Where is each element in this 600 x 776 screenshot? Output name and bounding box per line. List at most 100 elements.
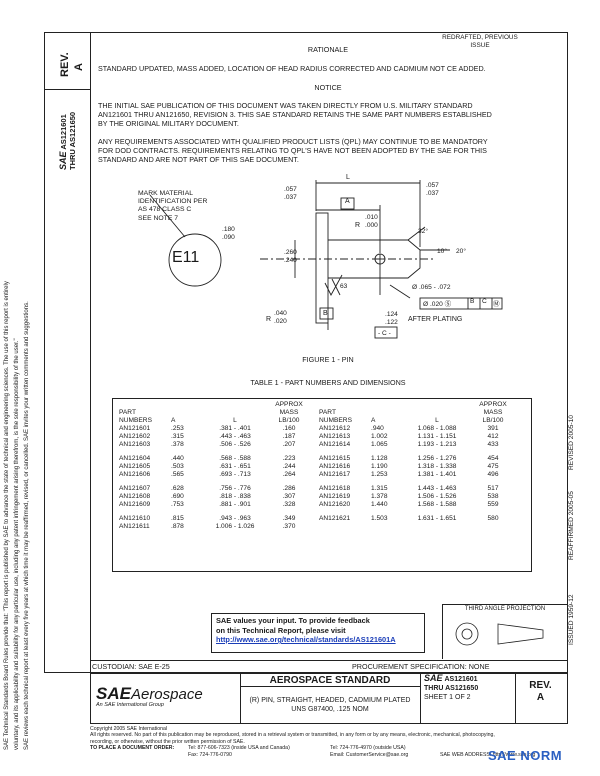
dim-010: .010: [365, 214, 378, 221]
l-cell: 1.381 - 1.401: [417, 471, 457, 478]
a-cell: .940: [371, 425, 384, 432]
header-note-line1: REDRAFTED, PREVIOUS: [442, 34, 518, 41]
dim-122: .122: [385, 318, 398, 326]
footer-copyright: Copyright 2005 SAE International: [90, 726, 167, 732]
doc-number-1: AS121601: [444, 676, 478, 683]
datum-a-label: A: [345, 198, 350, 205]
part-number-cell: AN121618: [319, 485, 351, 492]
a-cell: 1.002: [371, 433, 388, 440]
l-cell: .693 - .713: [219, 471, 251, 478]
a-cell: 1.253: [371, 471, 388, 478]
table-row: AN121601.253.381 - .401.160: [116, 425, 310, 433]
mass-cell: 517: [487, 485, 499, 492]
a-cell: .440: [171, 455, 184, 462]
header-note-line2: ISSUE: [470, 41, 490, 49]
l-cell: .443 - .463: [219, 433, 251, 440]
legal-text-line2: voluntary, and its applicability and sui…: [14, 338, 20, 750]
head-marking-e11: E11: [172, 249, 200, 266]
mass-cell: .264: [282, 471, 296, 478]
issued-date: ISSUED 1959-12: [568, 594, 575, 645]
email-address[interactable]: Email: CustomerService@sae.org: [330, 752, 409, 759]
a-cell: .378: [171, 441, 184, 448]
l-cell: .568 - .588: [219, 455, 251, 462]
l-cell: .881 - .901: [219, 501, 251, 508]
part-number-cell: AN121615: [319, 455, 351, 462]
l-cell: .506 - .526: [219, 441, 251, 448]
l-cell: 1.193 - 1.213: [417, 441, 457, 448]
desc-line1: (R) PIN, STRAIGHT, HEADED, CADMIUM PLATE…: [249, 697, 411, 704]
feedback-line1: SAE values your input. To provide feedba…: [216, 616, 370, 625]
fax-number: Fax: 724-776-0790: [188, 752, 232, 759]
dim-63-finish: 63: [340, 283, 348, 290]
mass-cell: .349: [282, 515, 296, 522]
dim-010-000: .010.000: [365, 214, 378, 229]
l-cell: 1.506 - 1.526: [417, 493, 457, 500]
document-frame: [90, 32, 568, 674]
table-row: AN121606.565.693 - .713.264: [116, 471, 310, 479]
col-a: A: [171, 417, 176, 424]
a-cell: .753: [171, 501, 184, 508]
feedback-link[interactable]: http://www.sae.org/technical/standards/A…: [216, 635, 396, 644]
notice-p1-line2: AN121601 THRU AN121650, REVISION 3. THIS…: [98, 110, 492, 119]
notice-p2-line3: STANDARD AND ARE NOT PART OF THIS SAE DO…: [98, 155, 299, 164]
mark-note-line1: MARK MATERIAL: [138, 190, 194, 197]
sae-norm-watermark: SAE NORM: [488, 748, 563, 763]
tel-outside-usa: Tel: 724-776-4970 (outside USA): [330, 745, 406, 752]
procurement-label: PROCUREMENT SPECIFICATION: NONE: [352, 662, 490, 671]
desc-line2: UNS G87400, .125 NOM: [291, 706, 369, 713]
dim-037-a: .037: [284, 193, 297, 201]
part-number-cell: AN121605: [119, 463, 151, 470]
a-cell: .690: [171, 493, 184, 500]
web-address[interactable]: SAE WEB ADDRESS: http://www.sae.org: [440, 752, 536, 759]
sae-logo-small: SAE: [58, 151, 68, 170]
a-cell: 1.378: [371, 493, 388, 500]
tolerance-ref-b: B: [470, 298, 475, 305]
reaffirmed-date: REAFFIRMED 2005-05: [568, 491, 575, 560]
dim-040-020: .040.020: [274, 310, 287, 325]
part-number-cell: AN121607: [119, 485, 151, 492]
mass-cell: .244: [282, 463, 296, 470]
l-cell: 1.131 - 1.151: [417, 433, 457, 440]
a-cell: .815: [171, 515, 184, 522]
doc-number-line2: THRU AS121650: [68, 111, 77, 170]
dim-124-122: .124.122: [385, 311, 398, 326]
sae-small-logo: SAE: [424, 673, 443, 683]
part-number-cell: AN121614: [319, 441, 351, 448]
datum-c-label: - C -: [378, 330, 391, 337]
dim-000: .000: [365, 221, 378, 229]
mass-cell: .328: [282, 501, 296, 508]
sae-aerospace-logo: SAEAerospace An SAE International Group: [96, 684, 203, 708]
rev-box-value: A: [73, 63, 85, 71]
footer-permission: recording, or otherwise, without the pri…: [90, 738, 245, 745]
sheet-number: SHEET 1 OF 2: [424, 694, 471, 701]
projection-symbol-icon: [455, 622, 544, 646]
table-title: TABLE 1 - PART NUMBERS AND DIMENSIONS: [250, 378, 406, 387]
dim-057-a: .057: [284, 186, 297, 193]
table-row: AN121604.440.568 - .588.223: [116, 449, 310, 463]
aerospace-logo-text: Aerospace: [130, 686, 203, 703]
table-row: AN121609.753.881 - .901.328: [116, 501, 310, 509]
notice-p2-line2: FOR DOD CONTRACTS. REQUIREMENTS RELATING…: [98, 146, 487, 155]
dim-32-deg: 32°: [418, 228, 428, 235]
title-rev-label: REV.: [529, 680, 552, 691]
dim-057-037-b: .057.037: [426, 182, 439, 197]
surface-finish-icon: [324, 274, 343, 296]
table-row: AN121608.690.818 - .838.307: [116, 493, 310, 501]
tel-inside-usa: Tel: 877-606-7323 (inside USA and Canada…: [188, 745, 290, 752]
l-cell: 1.256 - 1.276: [417, 455, 457, 462]
title-rev-value: A: [536, 692, 545, 703]
tolerance-ref-c: C: [482, 298, 487, 305]
a-cell: 1.190: [371, 463, 388, 470]
rev-box: REV. A: [44, 32, 91, 90]
mass-cell: .307: [282, 493, 296, 500]
